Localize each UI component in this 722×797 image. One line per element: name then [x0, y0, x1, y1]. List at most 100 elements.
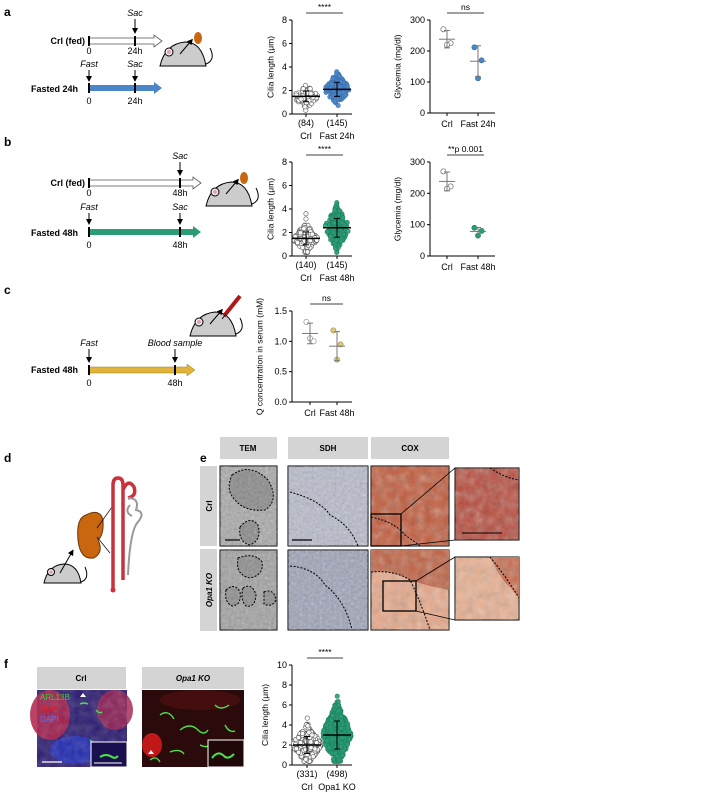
timeline-b: Crl (fed) Sac 0 48h Fasted 48h Fast Sac …	[31, 151, 202, 250]
category-label: Fast 48h	[460, 262, 495, 272]
data-point	[295, 240, 301, 246]
col-header-sdh: SDH	[320, 444, 337, 453]
data-point	[303, 319, 310, 325]
t0-label: 0	[86, 378, 91, 388]
mouse-icon	[205, 172, 259, 207]
significance-label: ns	[461, 2, 470, 12]
y-tick-label: 0.5	[274, 367, 287, 377]
mouse-icon	[43, 549, 88, 584]
data-point	[337, 341, 344, 348]
y-tick-label: 1.0	[274, 336, 287, 346]
data-point	[440, 26, 447, 33]
y-tick-label: 100	[410, 77, 425, 87]
data-point	[330, 76, 336, 82]
data-point	[305, 723, 311, 729]
sdh-crl-image	[287, 465, 369, 547]
data-point	[296, 749, 302, 755]
y-tick-label: 8	[282, 15, 287, 25]
data-point	[346, 736, 352, 742]
fast-label: Fast	[80, 338, 98, 348]
y-tick-label: 0	[420, 251, 425, 261]
t0-label: 0	[86, 240, 91, 250]
y-tick-label: 6	[282, 181, 287, 191]
data-point	[328, 233, 334, 239]
fasted-label: Fasted 24h	[31, 84, 78, 94]
row-header-opa1-ko: Opa1 KO	[205, 572, 214, 607]
data-point	[306, 729, 312, 735]
y-tick-label: 8	[282, 157, 287, 167]
y-axis-label: Glycemia (mg/dl)	[393, 34, 403, 98]
panel-label-a: a	[4, 5, 11, 19]
arrowhead-icon	[148, 750, 154, 754]
y-tick-label: 10	[277, 660, 287, 670]
y-tick-label: 2	[282, 228, 287, 238]
data-point	[337, 208, 343, 214]
data-point	[298, 740, 304, 746]
crl-label: Crl (fed)	[51, 36, 86, 46]
data-point	[296, 735, 302, 741]
cox-crl-image	[370, 465, 456, 547]
fasted-label: Fasted 48h	[31, 365, 78, 375]
data-point	[338, 743, 344, 749]
data-point	[330, 327, 337, 334]
nephron-icon	[111, 476, 137, 590]
category-label: Fast 24h	[460, 119, 495, 129]
panel-f-immunofluorescence: Crl Opa1 KO ARL13B DBA DAPI	[30, 667, 245, 768]
legend-dapi: DAPI	[40, 715, 59, 724]
col-header-tem: TEM	[240, 444, 257, 453]
fasted-bar	[88, 363, 196, 377]
data-point	[328, 724, 334, 730]
y-tick-label: 2	[282, 740, 287, 750]
y-tick-label: 0	[282, 251, 287, 261]
category-label: Crl	[441, 262, 453, 272]
data-point	[309, 231, 315, 237]
mouse-icon	[189, 294, 243, 337]
crl-bar	[88, 176, 202, 190]
sac-label: Sac	[172, 151, 188, 161]
data-point	[303, 216, 309, 222]
crl-label: Crl (fed)	[51, 178, 86, 188]
data-point	[299, 730, 305, 736]
fasted-bar	[89, 82, 162, 94]
data-point	[334, 249, 340, 255]
sac-label: Sac	[127, 59, 143, 69]
fast-label: Fast	[80, 59, 98, 69]
data-point	[335, 738, 341, 744]
data-point	[328, 215, 334, 221]
significance-label: ****	[318, 2, 332, 12]
data-point	[340, 753, 346, 759]
timeline-a: Crl (fed) Sac 0 24h Fasted 24h Fast Sac …	[31, 8, 163, 106]
arrowhead-icon	[80, 693, 86, 697]
n-label: (84)	[298, 118, 314, 128]
data-point	[332, 750, 338, 756]
sac-label: Sac	[127, 8, 143, 18]
data-point	[330, 713, 336, 719]
y-tick-label: 200	[410, 188, 425, 198]
data-point	[324, 229, 330, 235]
significance-label: **p 0.001	[448, 144, 483, 154]
t1-label: 48h	[167, 378, 182, 388]
syringe-icon	[221, 294, 242, 320]
if-crl-image: ARL13B DBA DAPI	[30, 690, 133, 768]
data-point	[328, 717, 334, 723]
n-label: (498)	[326, 769, 347, 779]
timeline-c: Fasted 48h Fast Blood sample 0 48h	[31, 338, 202, 388]
y-tick-label: 0	[282, 760, 287, 770]
data-point	[314, 740, 320, 746]
panel-e-micrographs: TEM SDH COX Crl Opa1 KO	[200, 437, 520, 631]
data-point	[302, 230, 308, 236]
data-point	[300, 245, 306, 251]
y-tick-label: 1.5	[274, 306, 287, 316]
y-tick-label: 300	[410, 157, 425, 167]
data-point	[329, 81, 335, 87]
col-header-cox: COX	[401, 444, 419, 453]
panel-label-e: e	[200, 451, 207, 465]
data-point	[305, 249, 311, 255]
y-tick-label: 0	[282, 109, 287, 119]
data-point	[341, 231, 347, 237]
col-header-crl: Crl	[75, 674, 86, 683]
y-tick-label: 4	[282, 204, 287, 214]
t0-label: 0	[86, 46, 91, 56]
